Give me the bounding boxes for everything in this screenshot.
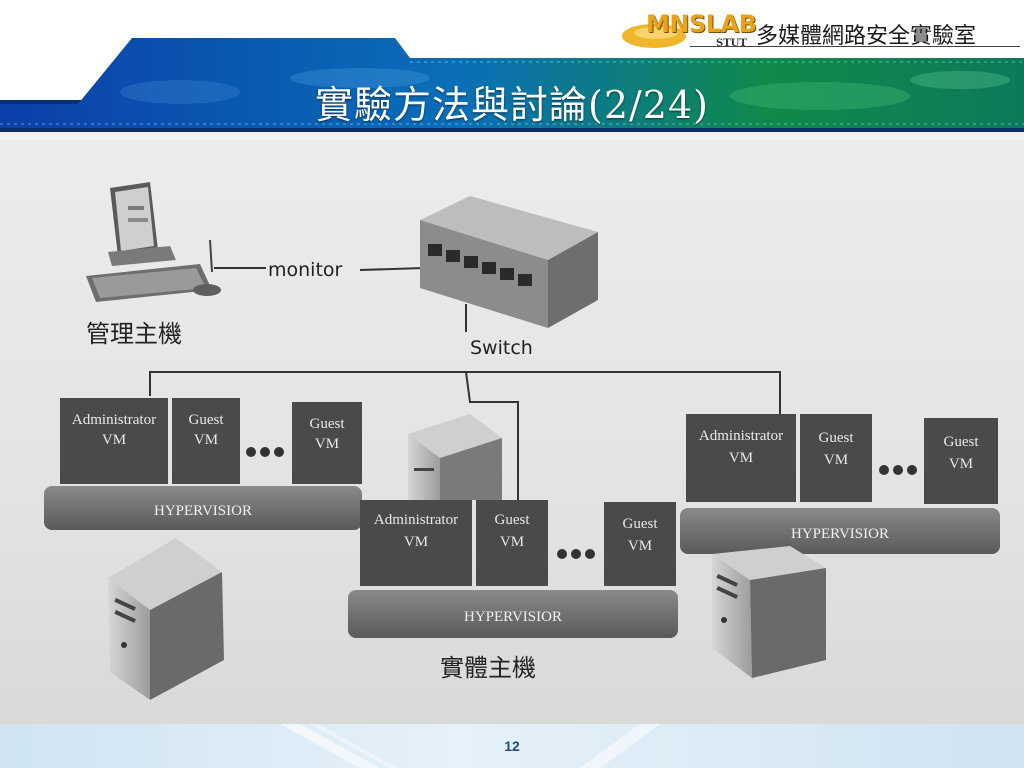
slide-footer: 12: [0, 724, 1024, 768]
network-wiring: [149, 304, 781, 500]
page-number: 12: [504, 738, 520, 754]
right-guest-vm-1-line1: Guest: [819, 430, 855, 446]
center-guest-vm-2-line1: Guest: [623, 516, 659, 532]
logo-swoosh-icon: [622, 24, 686, 48]
left-guest-vm-2: [292, 402, 362, 484]
network-diagram: 管理主機 monitor Switch: [44, 182, 1000, 700]
right-server-tower-icon: [712, 546, 826, 678]
left-hypervisor: [44, 486, 362, 530]
right-guest-vm-2: [924, 418, 998, 504]
left-admin-vm: [60, 398, 168, 484]
center-server-tower-icon: [408, 414, 502, 500]
center-admin-vm-line1: Administrator: [374, 512, 458, 528]
footer-decoration: [280, 724, 660, 768]
switch-label: Switch: [470, 337, 533, 359]
left-admin-vm-line1: Administrator: [72, 412, 156, 428]
lab-logo: MNSLAB STUT 多媒體網路安全實驗室: [620, 8, 1020, 52]
monitor-link-right: [359, 267, 425, 271]
left-server-tower-icon: [108, 538, 224, 700]
center-admin-vm: [360, 500, 472, 586]
center-host-group: Administrator VM Guest VM Guest VM HYPER…: [348, 500, 678, 638]
left-hypervisor-label: HYPERVISIOR: [154, 503, 252, 519]
left-ellipsis-dots: [246, 447, 284, 457]
center-hypervisor: [348, 590, 678, 638]
left-guest-vm-2-line1: Guest: [310, 416, 346, 432]
right-guest-vm-2-line1: Guest: [944, 434, 980, 450]
center-admin-vm-line2: VM: [404, 534, 428, 550]
right-hypervisor: [680, 508, 1000, 554]
slide-header: 實驗方法與討論(2/24) MNSLAB STUT 多媒體網路安全實驗室: [0, 0, 1024, 140]
slide-title: 實驗方法與討論(2/24): [315, 83, 709, 127]
diagram-photo: 管理主機 monitor Switch: [0, 140, 1024, 724]
center-ellipsis-dots: [557, 549, 595, 559]
management-computer-icon: [86, 182, 221, 302]
left-guest-vm-2-line2: VM: [315, 436, 339, 452]
left-guest-vm-1: [172, 398, 240, 484]
switch-icon: [420, 196, 598, 328]
center-guest-vm-1-line2: VM: [500, 534, 524, 550]
center-guest-vm-1-line1: Guest: [495, 512, 531, 528]
mgmt-host-label: 管理主機: [86, 320, 182, 348]
logo-text: MNSLAB: [646, 10, 757, 38]
right-admin-vm-line1: Administrator: [699, 428, 783, 444]
logo-subtext: STUT: [716, 38, 747, 49]
left-guest-vm-1-line2: VM: [194, 432, 218, 448]
header-banner: [0, 0, 1024, 140]
left-host-group: Administrator VM Guest VM Guest VM HYPER…: [44, 398, 362, 530]
physical-hosts-label: 實體主機: [440, 654, 536, 682]
center-guest-vm-2-line2: VM: [628, 538, 652, 554]
right-admin-vm: [686, 414, 796, 502]
right-hypervisor-label: HYPERVISIOR: [791, 526, 889, 542]
left-admin-vm-line2: VM: [102, 432, 126, 448]
right-ellipsis-dots: [879, 465, 917, 475]
right-guest-vm-1-line2: VM: [824, 452, 848, 468]
center-hypervisor-label: HYPERVISIOR: [464, 609, 562, 625]
right-guest-vm-2-line2: VM: [949, 456, 973, 472]
left-guest-vm-1-line1: Guest: [189, 412, 225, 428]
center-guest-vm-1: [476, 500, 548, 586]
lab-name: 多媒體網路安全實驗室: [756, 24, 977, 49]
monitor-link-label: monitor: [268, 259, 343, 281]
right-host-group: Administrator VM Guest VM Guest VM HYPER…: [680, 414, 1000, 554]
logo-underline: [690, 46, 1020, 47]
right-guest-vm-1: [800, 414, 872, 502]
right-admin-vm-line2: VM: [729, 450, 753, 466]
center-guest-vm-2: [604, 502, 676, 586]
